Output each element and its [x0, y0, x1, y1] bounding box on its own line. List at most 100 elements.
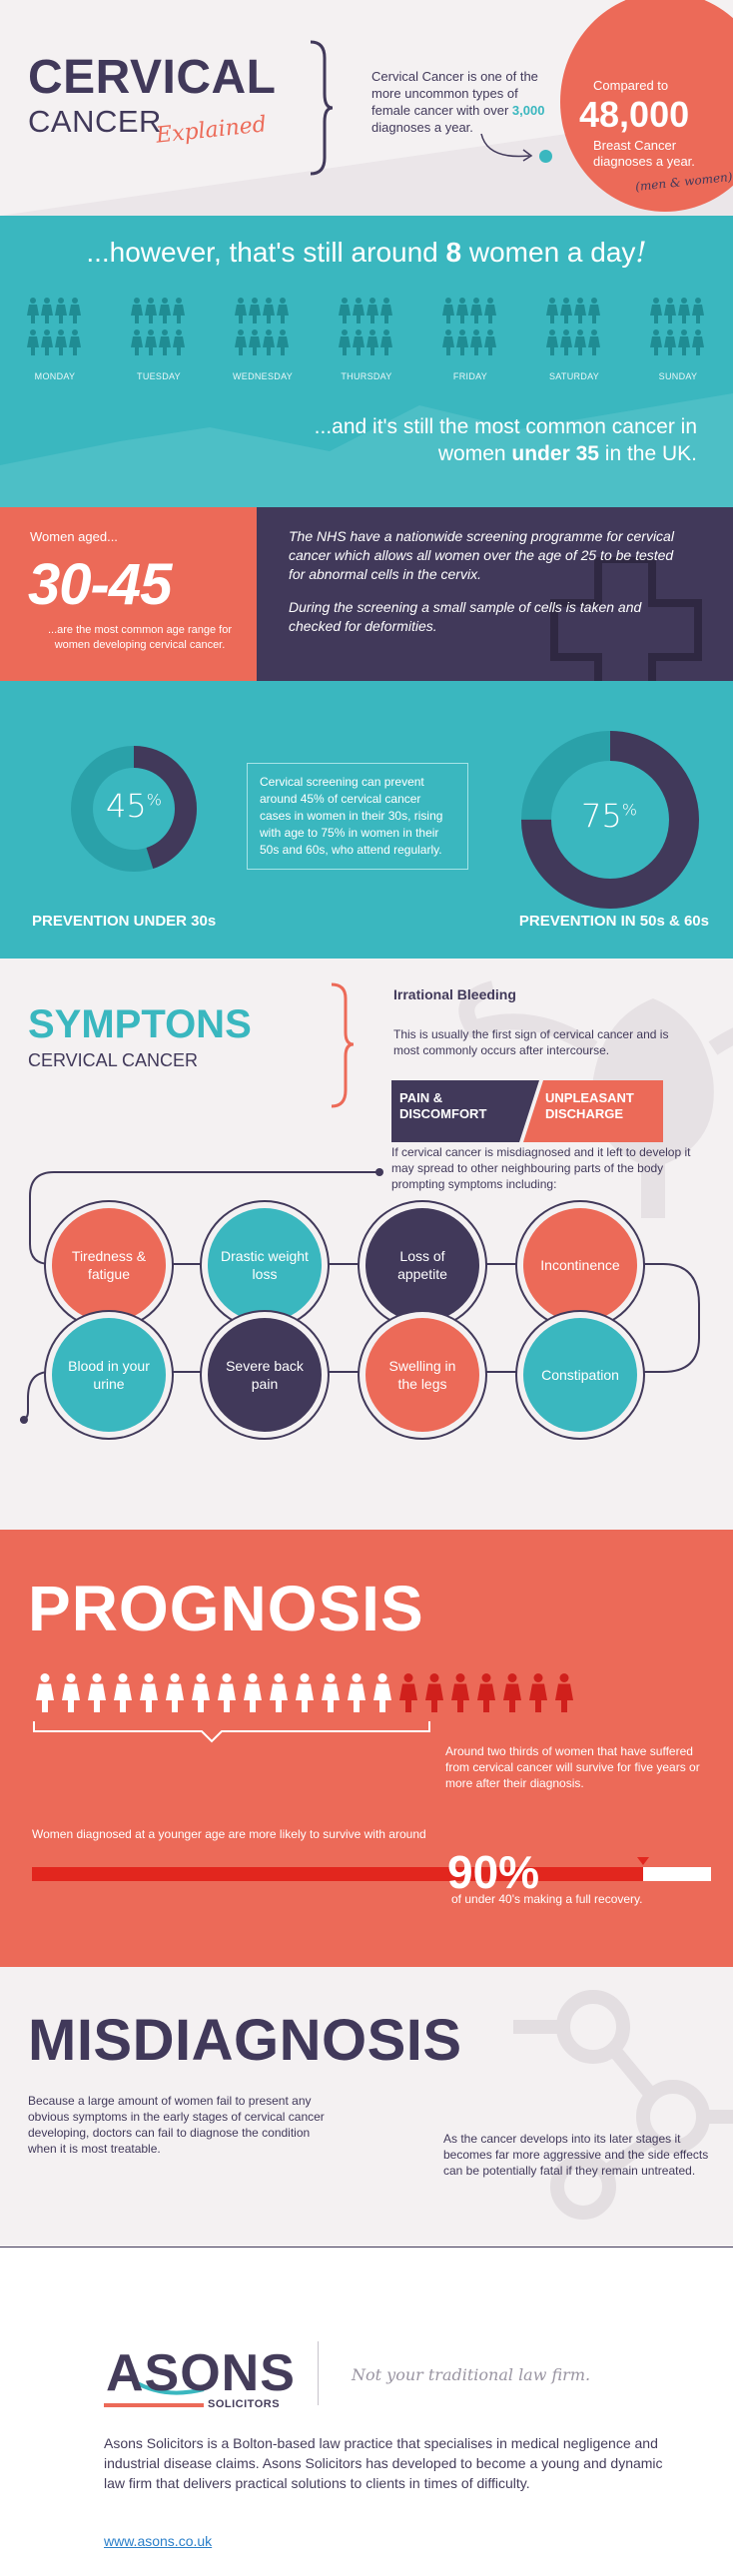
woman-icon [451, 1673, 469, 1712]
woman-icon [399, 1673, 417, 1712]
women-group-icon [235, 298, 289, 355]
header-background-shape [0, 110, 733, 216]
footer-tagline: Not your traditional law firm. [352, 2365, 591, 2384]
age-caption: ...are the most common age range for wom… [47, 624, 233, 651]
women-group-icon [442, 298, 496, 355]
women-icons-row [36, 1673, 573, 1712]
irrational-bleeding-title: Irrational Bleeding [393, 986, 516, 1002]
donut-under-30s-arc [71, 746, 197, 872]
header-section: CERVICAL CANCER Explained Cervical Cance… [0, 0, 733, 216]
day-wednesday: WEDNESDAY [218, 296, 308, 381]
prevention-middle-text: Cervical screening can prevent around 45… [247, 763, 468, 870]
teal-dot [539, 150, 552, 163]
molecule-illustration [513, 1990, 733, 2220]
day-label: WEDNESDAY [232, 371, 294, 381]
woman-icon [140, 1673, 158, 1712]
woman-icon [62, 1673, 80, 1712]
logo-asons: ASONS [106, 2344, 296, 2402]
woman-icon [270, 1673, 288, 1712]
nhs-text: The NHS have a nationwide screening prog… [289, 527, 678, 636]
most-common-line-1: ...and it's still the most common cancer… [314, 415, 697, 438]
woman-icon [166, 1673, 184, 1712]
nhs-paragraph-2: During the screening a small sample of c… [289, 599, 642, 634]
younger-age-text: Women diagnosed at a younger age are mor… [32, 1827, 426, 1841]
donut-50s-60s [521, 731, 699, 909]
mountain-background [0, 393, 733, 507]
misdiagnosis-paragraph-1: Because a large amount of women fail to … [28, 2094, 325, 2156]
unpleasant-discharge-label: UNPLEASANT DISCHARGE [545, 1090, 634, 1121]
nhs-paragraph-1: The NHS have a nationwide screening prog… [289, 528, 674, 582]
woman-icon [322, 1673, 340, 1712]
title-cancer: CANCER [28, 104, 162, 139]
misdiagnosed-spread-text: If cervical cancer is misdiagnosed and i… [391, 1145, 691, 1191]
woman-icon [244, 1673, 262, 1712]
symptom-bubble: Swelling in the legs [366, 1318, 479, 1432]
symptom-route-line [19, 1168, 700, 1424]
ninety-percent: 90% [447, 1846, 540, 1898]
survival-bar-marker [637, 1857, 649, 1865]
woman-icon [529, 1673, 547, 1712]
irrational-bleeding-desc: This is usually the first sign of cervic… [393, 1027, 669, 1057]
day-sunday: SUNDAY [633, 296, 723, 381]
title-cervical: CERVICAL [28, 51, 277, 104]
prevention-section: 45% Cervical screening can prevent aroun… [0, 681, 733, 959]
breast-cancer-number: 48,000 [579, 94, 690, 135]
asons-logo-swoosh [104, 2379, 205, 2407]
symptom-bubble: Constipation [523, 1318, 637, 1432]
age-panel: Women aged... 30-45 ...are the most comm… [0, 507, 257, 681]
day-monday: MONDAY [10, 296, 100, 381]
day-tuesday: TUESDAY [114, 296, 204, 381]
women-group-icon [546, 298, 600, 355]
woman-icon [88, 1673, 106, 1712]
medical-cross-icon [550, 557, 702, 681]
woman-icon [348, 1673, 366, 1712]
curved-arrow-icon [480, 133, 533, 162]
women-group-icon [27, 298, 81, 355]
two-thirds-text: Around two thirds of women that have suf… [445, 1744, 700, 1790]
full-recovery-text: of under 40's making a full recovery. [451, 1892, 643, 1906]
day-label: SATURDAY [548, 371, 600, 381]
symptom-bubble: Drastic weight loss [208, 1208, 322, 1322]
symptoms-title: SYMPTONS [28, 1002, 252, 1046]
pct-50s-60s: 75% [581, 797, 637, 835]
week-section: ...however, that's still around 8 women … [0, 216, 733, 507]
logo-solicitors: SOLICITORS [208, 2398, 281, 2410]
day-label: FRIDAY [452, 371, 488, 381]
woman-icon [218, 1673, 236, 1712]
donut-under-30s [71, 746, 197, 872]
symptom-bubble: Incontinence [523, 1208, 637, 1322]
intro-text: Cervical Cancer is one of the more uncom… [371, 69, 545, 135]
symptom-bubble: Blood in your urine [52, 1318, 166, 1432]
footer-section: ASONS SOLICITORS Not your traditional la… [0, 2247, 733, 2576]
most-common-line-2: women under 35 in the UK. [437, 442, 697, 465]
woman-icon [555, 1673, 573, 1712]
woman-icon [192, 1673, 210, 1712]
prognosis-section: PROGNOSIS Around two thirds of women tha… [0, 1530, 733, 1967]
symptom-bubble: Tiredness & fatigue [52, 1208, 166, 1322]
compared-to-label: Compared to [593, 78, 669, 93]
day-label: THURSDAY [341, 371, 392, 381]
brace-icon-coral [331, 982, 355, 1108]
woman-icon [477, 1673, 495, 1712]
age-section: Women aged... 30-45 ...are the most comm… [0, 507, 733, 681]
breast-cancer-text: Breast Cancer diagnoses a year. [593, 138, 695, 169]
survival-bar [32, 1857, 711, 1881]
label-under-30s: PREVENTION UNDER 30s [32, 913, 217, 930]
day-label: SUNDAY [658, 371, 698, 381]
compare-circle [560, 0, 733, 212]
day-label: MONDAY [34, 371, 76, 381]
women-group-icon [339, 298, 392, 355]
women-aged-label: Women aged... [30, 529, 118, 544]
women-a-day-headline: ...however, that's still around 8 women … [86, 236, 647, 269]
woman-icon [114, 1673, 132, 1712]
woman-icon [503, 1673, 521, 1712]
footer-divider [318, 2341, 319, 2405]
symptom-bubble: Loss of appetite [366, 1208, 479, 1322]
nhs-panel: The NHS have a nationwide screening prog… [257, 507, 733, 681]
website-link[interactable]: www.asons.co.uk [104, 2533, 213, 2549]
survival-bar-fill [32, 1867, 643, 1881]
day-saturday: SATURDAY [529, 296, 619, 381]
woman-icon [36, 1673, 54, 1712]
pain-discharge-banner [391, 1080, 663, 1142]
age-range: 30-45 [28, 552, 172, 617]
